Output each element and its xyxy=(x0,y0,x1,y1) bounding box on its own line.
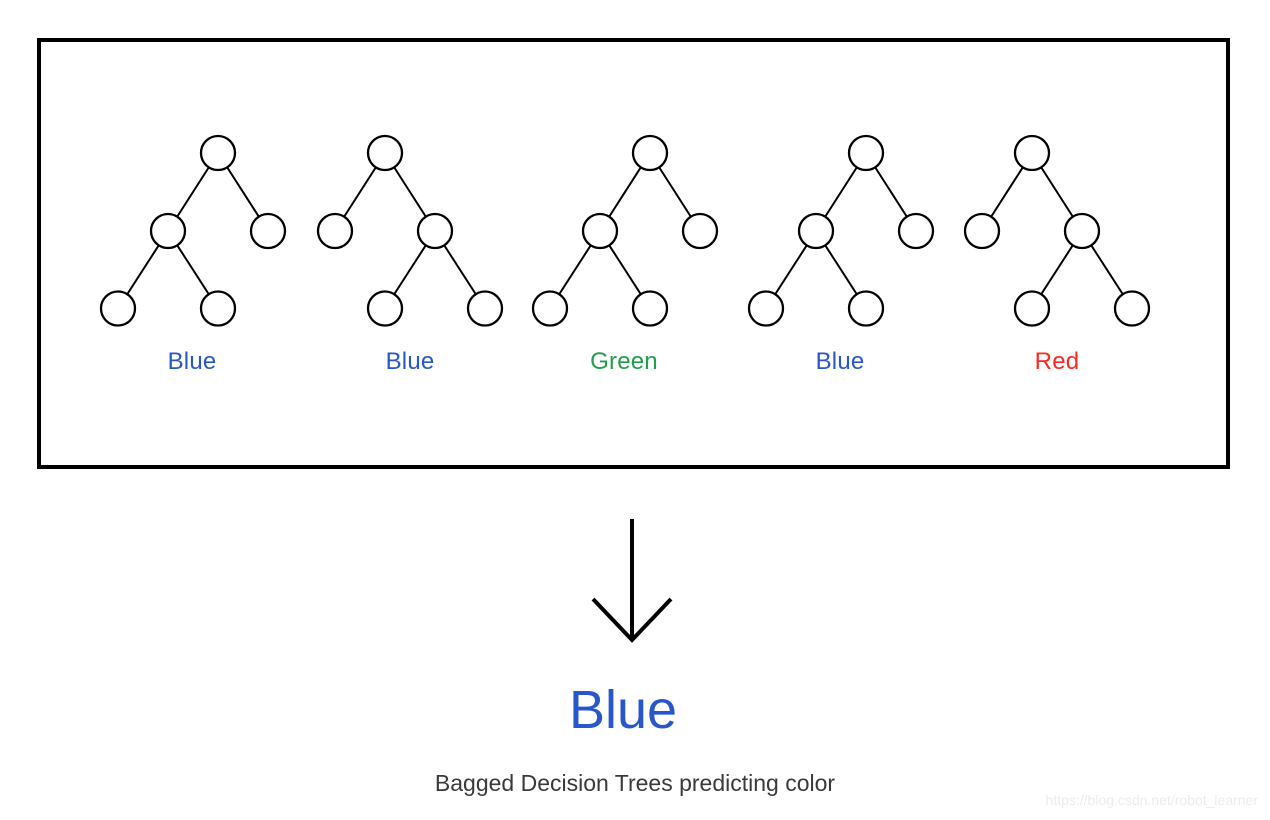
down-arrow-icon xyxy=(591,519,673,643)
watermark-url: https://blog.csdn.net/robot_learner xyxy=(1045,792,1258,808)
tree-label: Blue xyxy=(167,348,217,375)
tree-label: Red xyxy=(1034,348,1080,375)
tree-label: Blue xyxy=(385,348,435,375)
tree-label: Green xyxy=(590,348,658,375)
predicted-color-result: Blue xyxy=(568,680,678,740)
trees-bounding-box xyxy=(37,38,1230,469)
tree-label: Blue xyxy=(815,348,865,375)
diagram-caption: Bagged Decision Trees predicting color xyxy=(434,770,836,796)
